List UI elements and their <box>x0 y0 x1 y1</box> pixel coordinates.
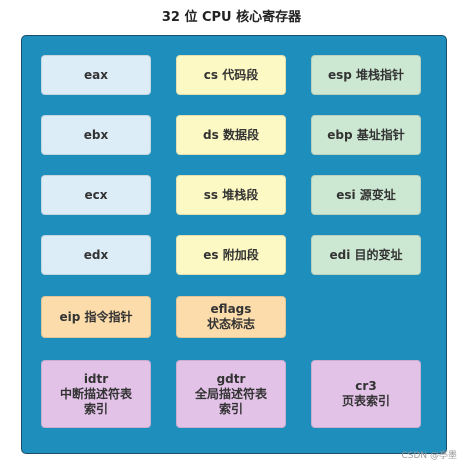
register-label: edx <box>83 247 109 262</box>
diagram-title: 32 位 CPU 核心寄存器 <box>161 10 302 25</box>
register-label: eflags 状态标志 <box>206 302 255 331</box>
register-ebx: ebx <box>41 115 151 155</box>
register-label: gdtr 全局描述符表 索引 <box>194 371 267 416</box>
register-label: idtr 中断描述符表 索引 <box>59 371 132 416</box>
register-panel: eax cs 代码段 esp 堆栈指针 ebx ds 数据段 ebp 基址指针 … <box>21 35 447 454</box>
register-idtr: idtr 中断描述符表 索引 <box>41 360 151 428</box>
register-esi: esi 源变址 <box>311 175 421 215</box>
register-label: ebp 基址指针 <box>327 127 405 142</box>
register-cr3: cr3 页表索引 <box>311 360 421 428</box>
register-label: eax <box>84 67 108 82</box>
watermark: CSDN @亭墨 <box>401 451 457 461</box>
register-ds: ds 数据段 <box>176 115 286 155</box>
register-edi: edi 目的变址 <box>311 235 421 275</box>
register-label: ebx <box>83 127 109 142</box>
register-label: ds 数据段 <box>203 127 259 142</box>
register-es: es 附加段 <box>176 235 286 275</box>
register-eip: eip 指令指针 <box>41 296 151 338</box>
register-eax: eax <box>41 55 151 95</box>
register-label: esi 源变址 <box>336 187 396 202</box>
register-ecx: ecx <box>41 175 151 215</box>
register-label: cs 代码段 <box>203 67 259 82</box>
register-label: edi 目的变址 <box>329 247 403 262</box>
register-label: es 附加段 <box>203 247 259 262</box>
register-gdtr: gdtr 全局描述符表 索引 <box>176 360 286 428</box>
register-label: cr3 页表索引 <box>341 379 390 408</box>
register-esp: esp 堆栈指针 <box>311 55 421 95</box>
register-label: esp 堆栈指针 <box>327 67 405 82</box>
register-ebp: ebp 基址指针 <box>311 115 421 155</box>
register-ss: ss 堆栈段 <box>176 175 286 215</box>
register-label: ss 堆栈段 <box>203 187 259 202</box>
register-cs: cs 代码段 <box>176 55 286 95</box>
register-edx: edx <box>41 235 151 275</box>
register-label: eip 指令指针 <box>59 309 133 324</box>
register-label: ecx <box>84 187 108 202</box>
register-eflags: eflags 状态标志 <box>176 296 286 338</box>
